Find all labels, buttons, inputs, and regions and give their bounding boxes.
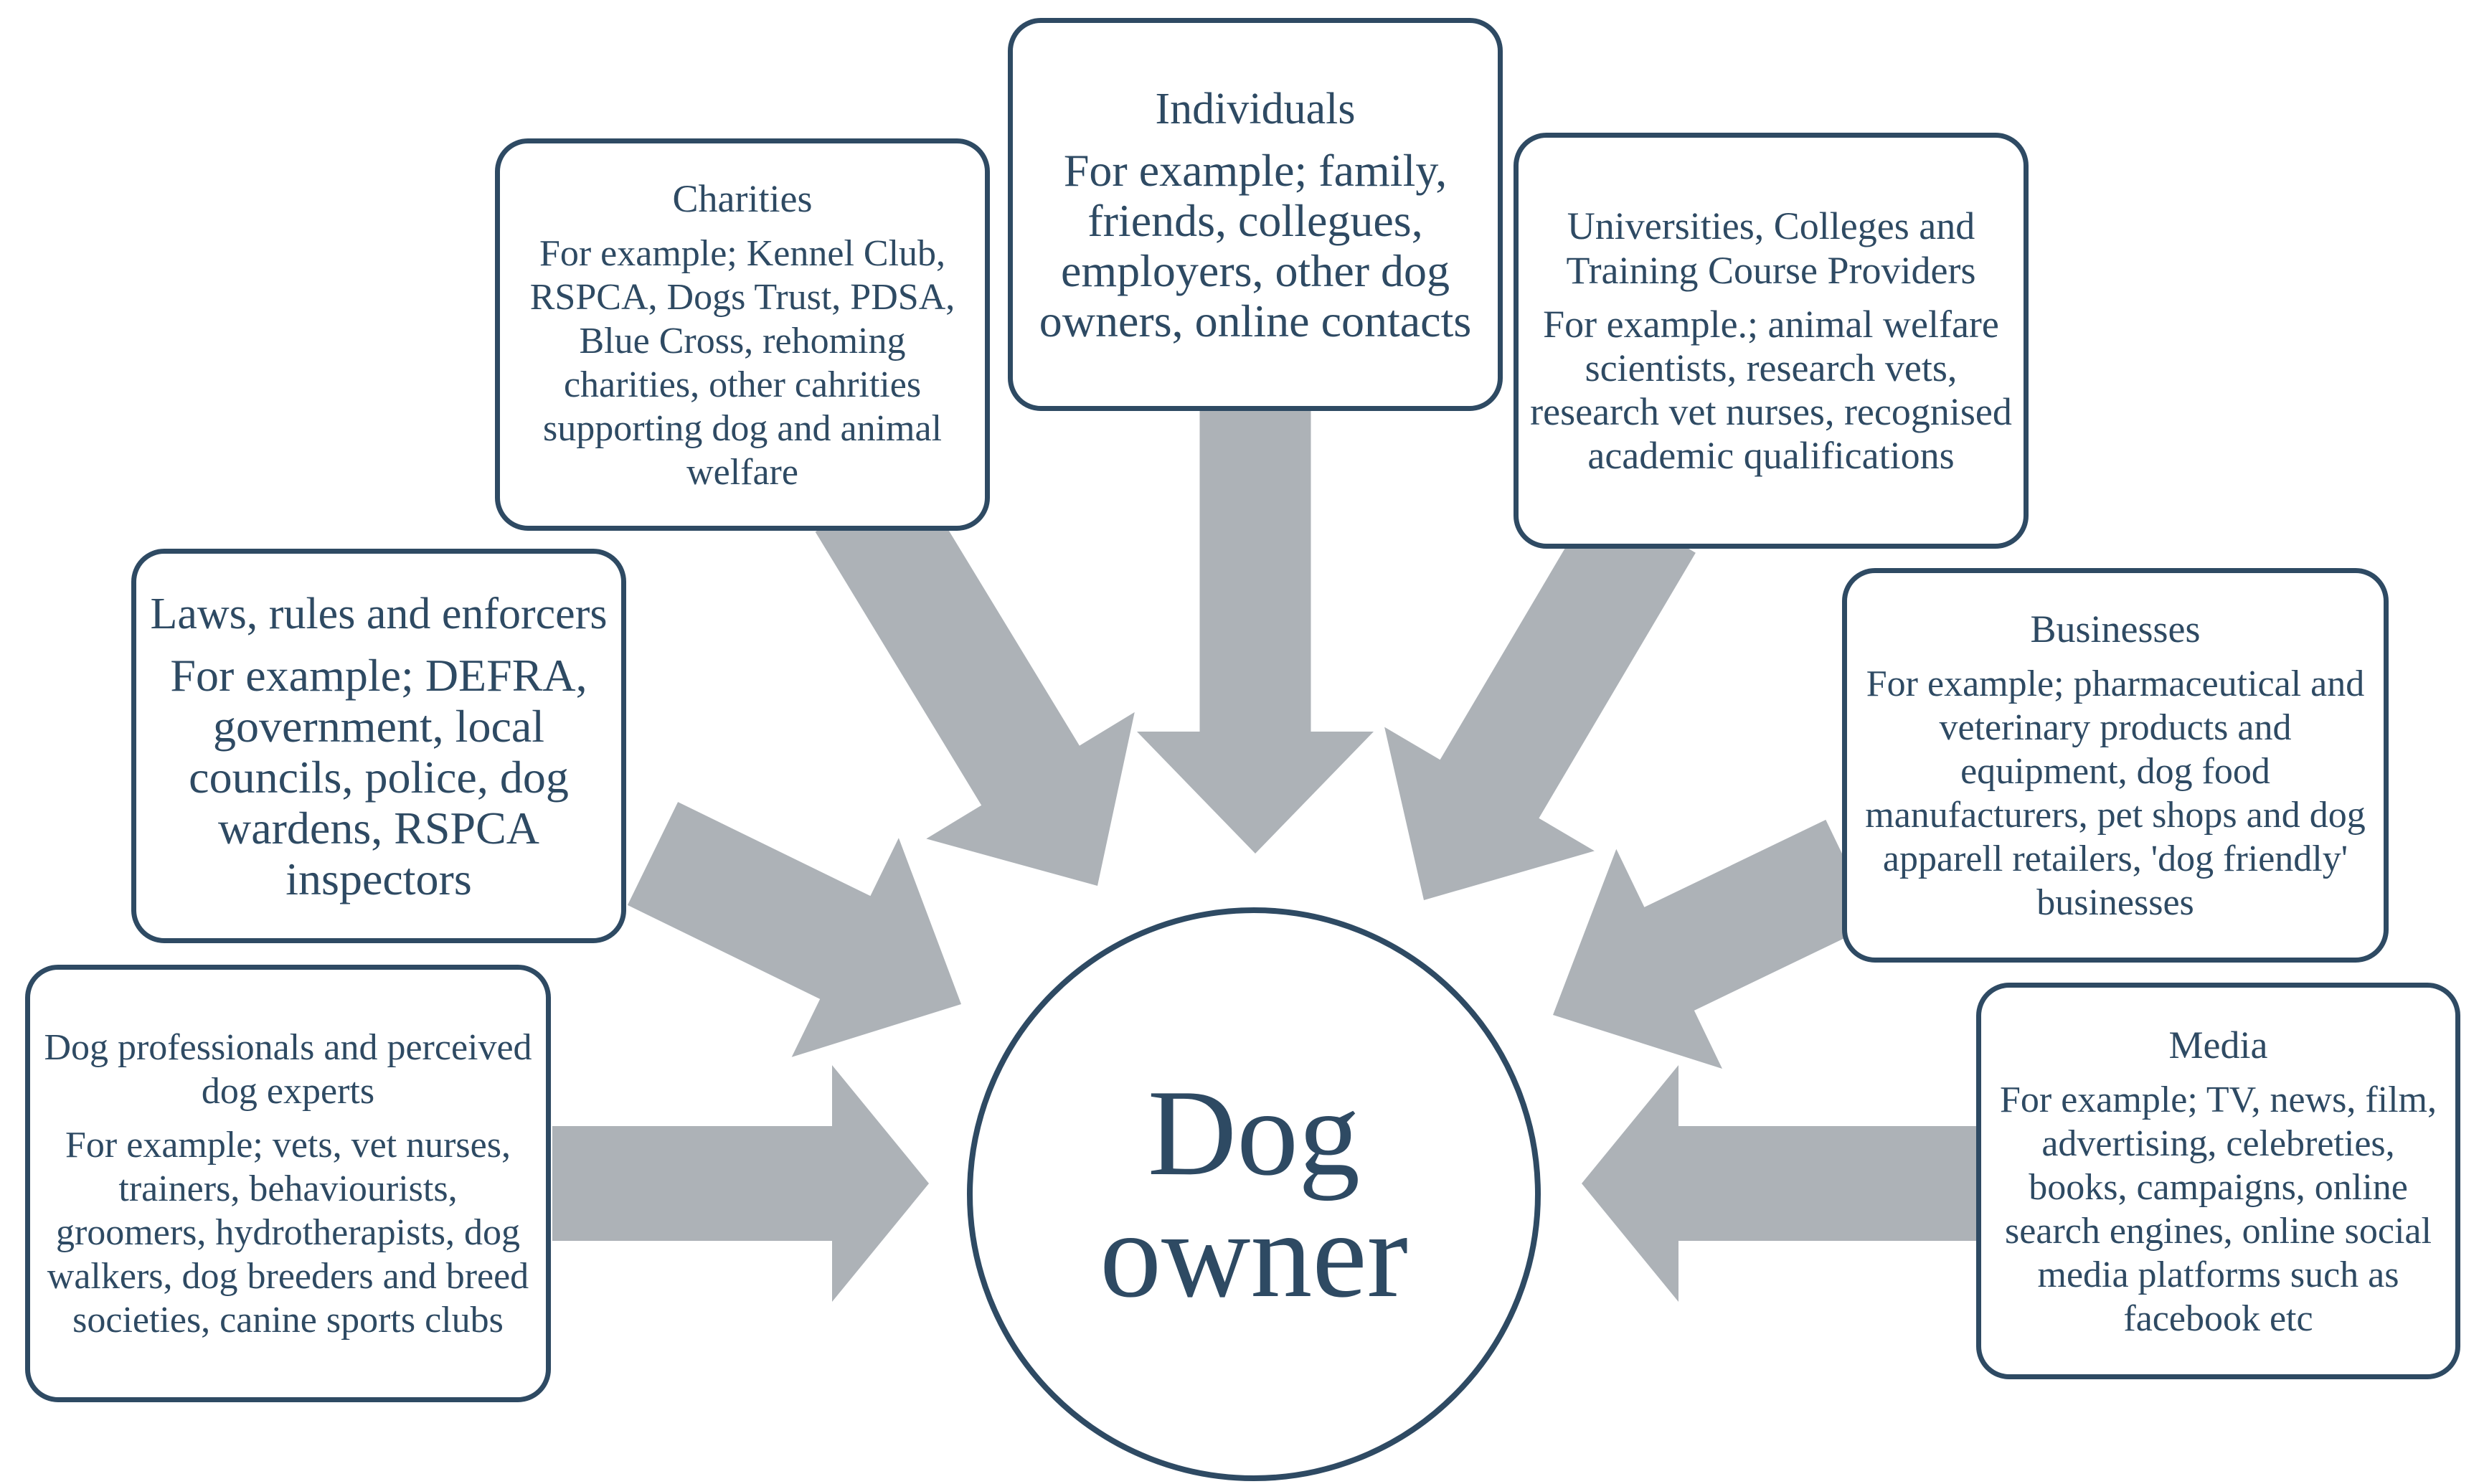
universities-body: For example.; animal welfare scientists,…	[1530, 303, 2012, 477]
professionals-body: For example; vets, vet nurses, trainers,…	[47, 1124, 529, 1341]
media-title: Media	[2168, 1023, 2268, 1067]
professionals-arrow	[552, 1065, 929, 1302]
dog-owner-circle: Dog owner	[967, 907, 1541, 1481]
media-body: For example; TV, news, film, advertising…	[1999, 1079, 2437, 1339]
professionals-box: Dog professionals and perceived dog expe…	[25, 965, 551, 1402]
laws-box: Laws, rules and enforcers For example; D…	[131, 549, 626, 943]
universities-box: Universities, Colleges and Training Cour…	[1514, 133, 2029, 549]
charities-body: For example; Kennel Club, RSPCA, Dogs Tr…	[529, 232, 955, 493]
individuals-body: For example; family, friends, collegues,…	[1039, 145, 1472, 346]
businesses-title: Businesses	[2030, 608, 2201, 651]
laws-arrow	[627, 802, 961, 1057]
individuals-box: Individuals For example; family, friends…	[1008, 18, 1503, 411]
laws-body: For example; DEFRA, government, local co…	[170, 649, 587, 904]
charities-arrow	[815, 472, 1135, 886]
professionals-title: Dog professionals and perceived dog expe…	[44, 1026, 532, 1112]
charities-box: Charities For example; Kennel Club, RSPC…	[495, 138, 990, 531]
individuals-arrow	[1137, 402, 1374, 854]
businesses-arrow	[1553, 819, 1876, 1069]
universities-arrow	[1384, 494, 1696, 900]
charities-title: Charities	[672, 176, 813, 220]
media-box: Media For example; TV, news, film, adver…	[1976, 983, 2460, 1379]
media-arrow	[1582, 1065, 1980, 1302]
dog-owner-label: Dog owner	[1100, 1065, 1408, 1323]
businesses-body: For example; pharmaceutical and veterina…	[1865, 663, 2366, 923]
businesses-box: Businesses For example; pharmaceutical a…	[1842, 568, 2389, 963]
individuals-title: Individuals	[1155, 85, 1356, 133]
universities-title: Universities, Colleges and Training Cour…	[1566, 204, 1976, 292]
laws-title: Laws, rules and enforcers	[150, 589, 608, 638]
